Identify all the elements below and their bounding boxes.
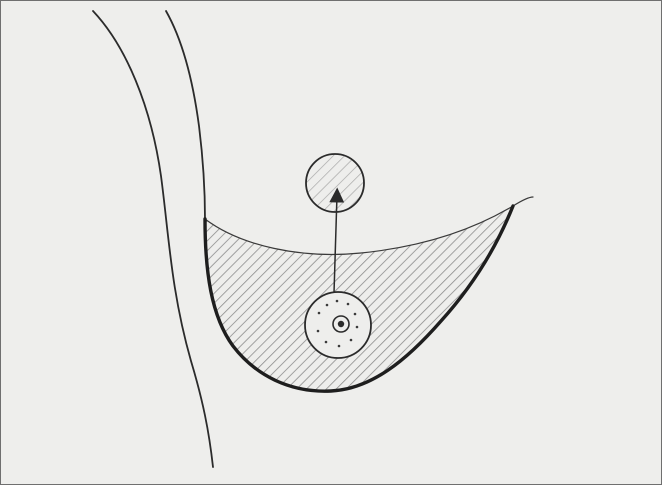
torso-outer-line bbox=[93, 11, 213, 467]
nipple-inner-circle bbox=[338, 321, 344, 327]
torso-inner-line bbox=[166, 11, 205, 219]
